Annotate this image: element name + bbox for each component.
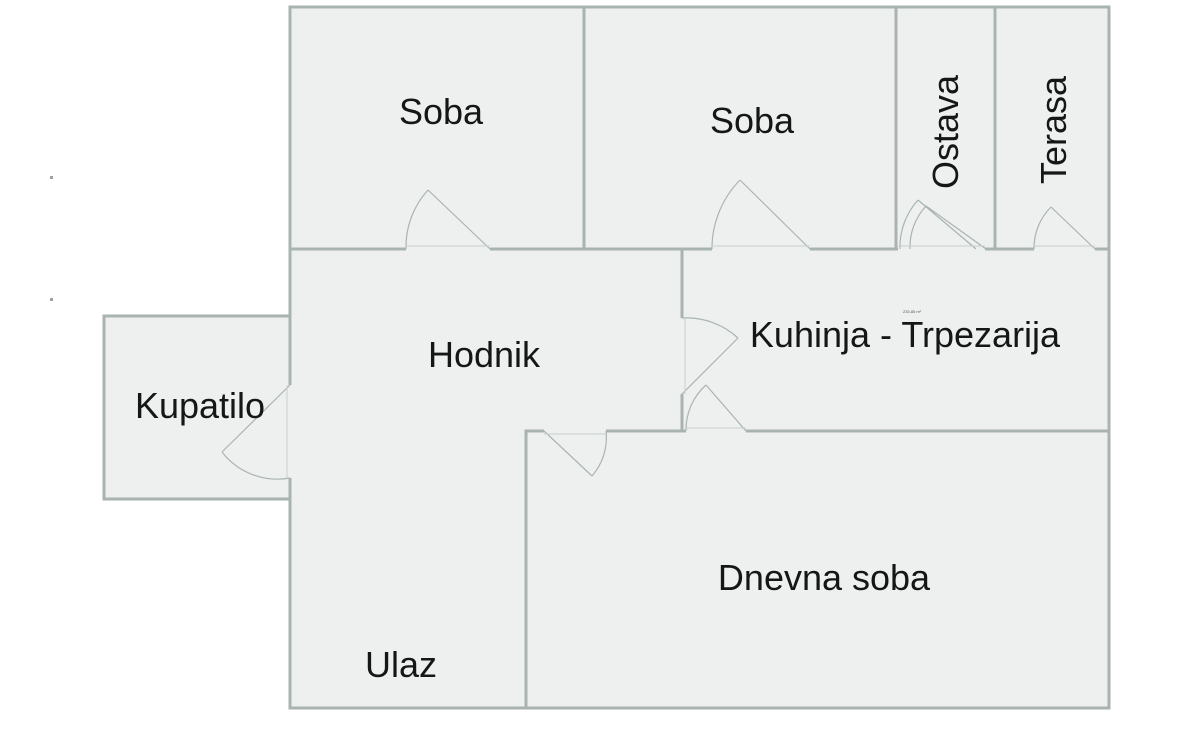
door-soba-1[interactable] bbox=[405, 189, 491, 251]
room-kupatilo[interactable] bbox=[102, 314, 292, 501]
door-kupatilo[interactable] bbox=[221, 384, 292, 480]
room-dnevna-soba[interactable] bbox=[524, 429, 1111, 710]
label-soba-2: Soba bbox=[710, 100, 795, 141]
stray-mark bbox=[50, 176, 53, 179]
door-kuhinja-lower[interactable] bbox=[685, 384, 747, 433]
label-terasa: Terasa bbox=[1033, 75, 1074, 184]
room-soba-2[interactable] bbox=[582, 5, 898, 251]
label-ostava: Ostava bbox=[925, 74, 966, 189]
stray-mark bbox=[50, 298, 53, 301]
label-ulaz: Ulaz bbox=[365, 644, 437, 685]
label-kuhinja-trpezarija: Kuhinja - Trpezarija bbox=[750, 314, 1061, 355]
label-dnevna-soba: Dnevna soba bbox=[718, 557, 931, 598]
room-ostava[interactable] bbox=[894, 5, 997, 251]
area-annotation: 233.85 m² bbox=[903, 309, 922, 314]
label-soba-1: Soba bbox=[399, 91, 484, 132]
door-terasa[interactable] bbox=[1033, 206, 1096, 251]
label-hodnik: Hodnik bbox=[428, 334, 541, 375]
door-ostava[interactable] bbox=[898, 199, 987, 251]
door-kuhinja-upper[interactable] bbox=[680, 317, 739, 395]
door-dnevna-soba[interactable] bbox=[543, 429, 607, 477]
door-soba-2[interactable] bbox=[711, 179, 811, 251]
label-kupatilo: Kupatilo bbox=[135, 385, 265, 426]
room-soba-1[interactable] bbox=[288, 5, 586, 251]
